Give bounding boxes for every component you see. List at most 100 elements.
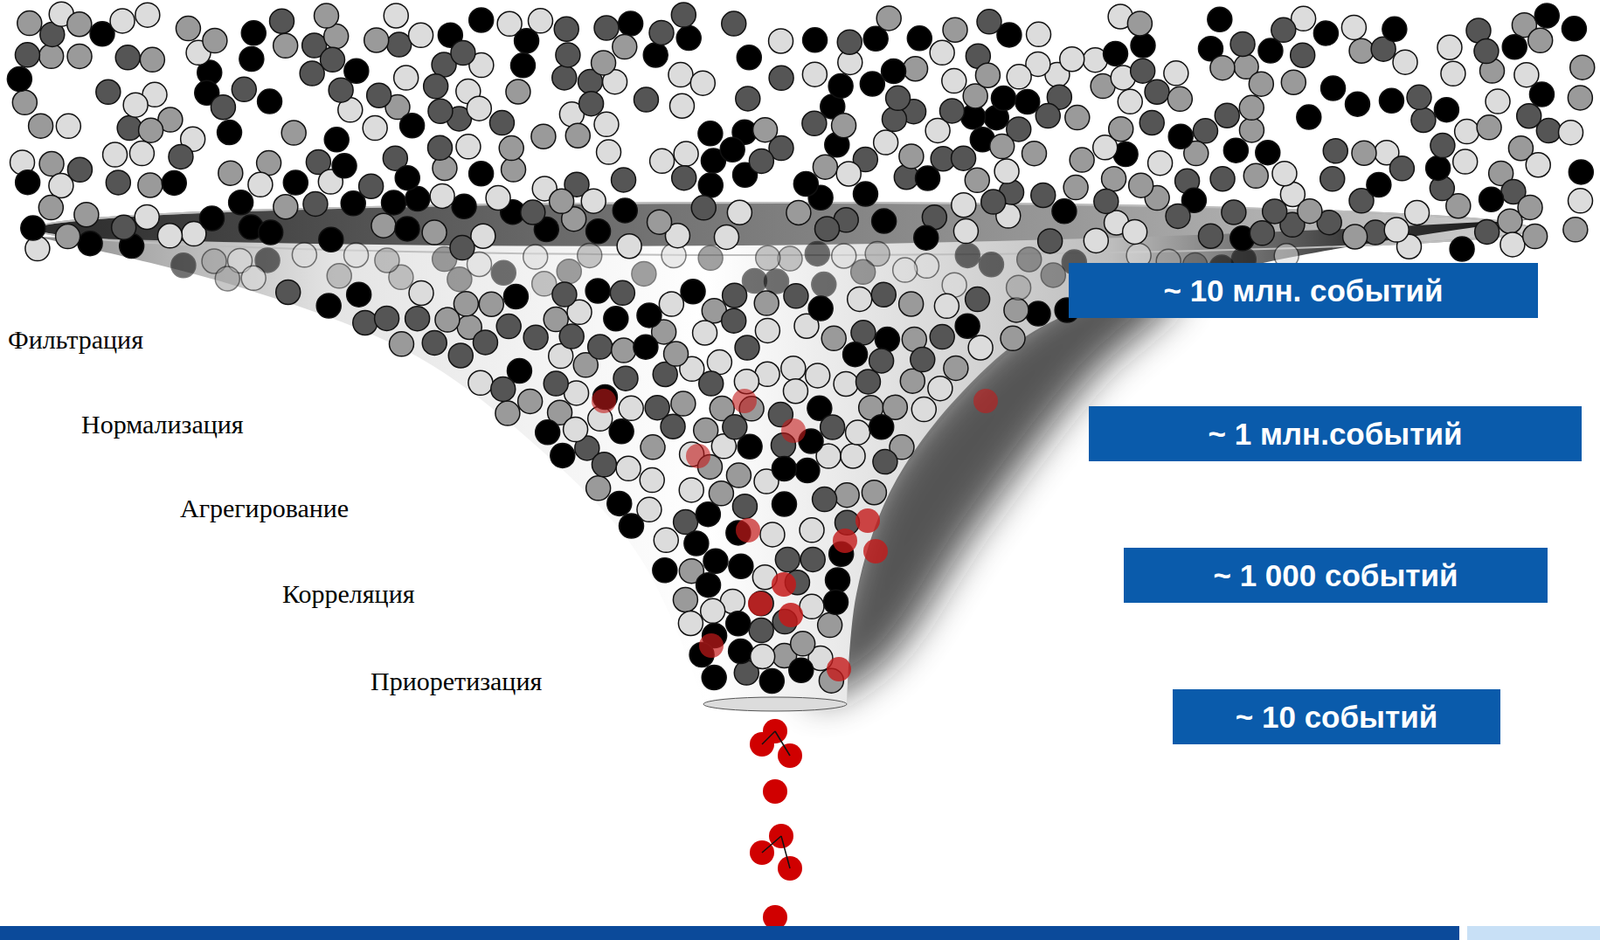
event-ball <box>881 106 907 132</box>
event-ball <box>631 261 657 286</box>
alert-ball <box>826 657 852 682</box>
event-ball <box>1026 21 1052 47</box>
event-ball <box>1525 152 1551 178</box>
event-ball <box>859 71 885 97</box>
event-ball <box>1297 199 1323 224</box>
event-ball <box>790 631 816 657</box>
event-ball <box>543 371 568 396</box>
event-ball <box>678 477 704 503</box>
event-ball <box>554 16 579 42</box>
count-text: ~ 10 событий <box>1235 699 1438 735</box>
alert-ball <box>591 388 617 414</box>
event-ball <box>427 135 452 160</box>
event-ball <box>161 170 187 195</box>
event-ball <box>647 209 672 235</box>
event-ball <box>248 172 273 197</box>
event-ball <box>1101 166 1127 192</box>
event-ball <box>228 190 254 215</box>
event-ball <box>139 47 165 72</box>
event-ball <box>1382 16 1407 42</box>
event-ball <box>1052 199 1077 224</box>
event-ball <box>1198 223 1223 249</box>
event-ball <box>586 219 611 244</box>
event-ball <box>67 12 92 37</box>
bond-line <box>781 836 790 869</box>
event-ball <box>1341 14 1366 40</box>
alert-ball <box>762 779 788 804</box>
count-box: ~ 10 млн. событий <box>1068 263 1538 319</box>
funnel-body <box>35 219 1531 705</box>
event-ball <box>523 325 548 350</box>
event-ball <box>514 28 540 54</box>
event-ball <box>799 518 825 543</box>
bond-line <box>761 836 782 853</box>
event-ball <box>428 98 453 124</box>
event-ball <box>1281 69 1306 95</box>
event-ball <box>633 334 659 360</box>
event-ball <box>291 242 317 268</box>
alert-ball <box>699 633 724 659</box>
event-ball <box>708 481 734 506</box>
alert-ball <box>781 418 806 444</box>
event-ball <box>814 216 839 242</box>
event-ball <box>825 567 851 593</box>
event-ball <box>789 658 814 683</box>
event-ball <box>1529 82 1554 107</box>
event-ball <box>451 193 477 219</box>
event-ball <box>1130 33 1156 58</box>
event-ball <box>869 348 894 374</box>
event-ball <box>911 397 936 423</box>
event-ball <box>1406 84 1432 110</box>
event-ball <box>468 370 493 395</box>
event-ball <box>138 117 164 143</box>
event-ball <box>405 306 430 332</box>
event-ball <box>698 245 723 271</box>
event-ball <box>616 456 641 481</box>
alert-ball <box>855 508 880 534</box>
event-ball <box>855 369 880 395</box>
event-ball <box>698 121 723 146</box>
event-ball <box>1025 301 1051 326</box>
event-ball <box>105 170 131 195</box>
event-ball <box>1516 103 1542 129</box>
event-ball <box>1083 228 1109 253</box>
event-ball <box>616 234 642 259</box>
event-ball <box>503 284 528 310</box>
event-ball <box>851 259 876 284</box>
event-ball <box>1148 151 1173 176</box>
event-ball <box>618 395 644 421</box>
event-ball <box>804 241 830 266</box>
count-text: ~ 1 млн.событий <box>1208 416 1463 452</box>
event-ball <box>821 325 846 351</box>
event-ball <box>394 166 420 191</box>
event-ball <box>256 151 282 176</box>
event-ball <box>456 134 481 160</box>
event-ball <box>1239 117 1264 143</box>
event-ball <box>900 368 925 394</box>
event-ball <box>1258 38 1283 63</box>
event-ball <box>929 40 955 65</box>
event-ball <box>644 395 670 421</box>
event-ball <box>811 272 837 298</box>
event-ball <box>861 480 887 506</box>
event-ball <box>771 491 797 517</box>
event-ball <box>800 547 825 572</box>
event-ball <box>994 159 1019 184</box>
event-ball <box>990 134 1015 160</box>
event-ball <box>371 213 396 238</box>
event-ball <box>1249 221 1275 246</box>
event-ball <box>383 3 409 28</box>
event-ball <box>559 324 584 349</box>
event-ball <box>872 450 898 475</box>
event-ball <box>218 160 243 186</box>
event-ball <box>750 644 776 670</box>
event-ball <box>241 20 266 46</box>
event-ball <box>1214 103 1240 128</box>
event-ball <box>1453 149 1478 174</box>
event-ball <box>941 69 967 94</box>
event-ball <box>585 278 610 304</box>
event-ball <box>881 58 907 84</box>
event-ball <box>210 95 236 120</box>
event-ball <box>803 27 828 53</box>
event-ball <box>381 190 407 215</box>
